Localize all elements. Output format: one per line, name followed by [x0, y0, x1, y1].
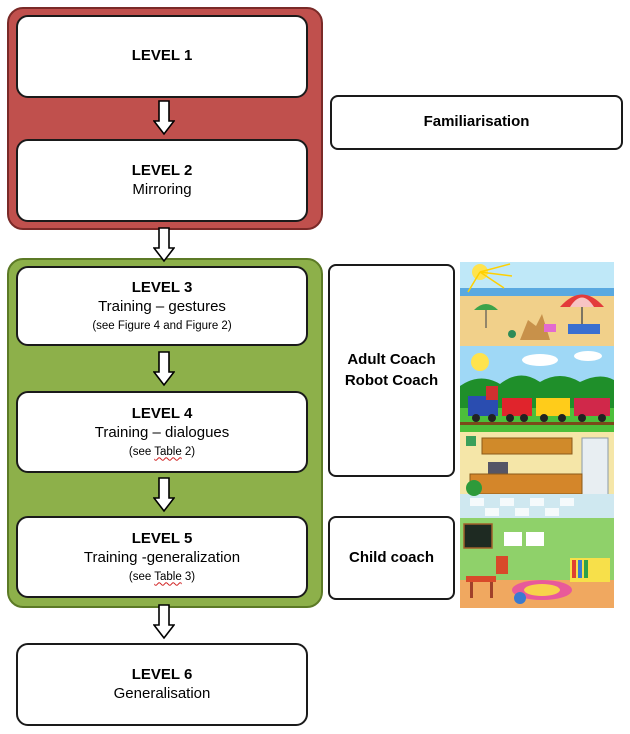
arrow-down-icon [153, 100, 175, 136]
kitchen-scene-image [460, 432, 614, 518]
level-5-note-prefix: (see [128, 570, 155, 583]
level-5-title: LEVEL 5 [131, 530, 193, 548]
level-4-subtitle: Training – dialogues [94, 423, 230, 441]
coaches-label-box: Adult Coach Robot Coach [328, 264, 455, 477]
arrow-down-icon [153, 604, 175, 640]
level-1-title: LEVEL 1 [131, 47, 193, 65]
adult-coach-label: Adult Coach [347, 351, 436, 369]
level-4-note-suffix: 2) [181, 445, 196, 458]
classroom-scene-image [460, 518, 614, 608]
level-3-note: (see Figure 4 and Figure 2) [92, 319, 232, 332]
child-coach-label: Child coach [348, 548, 434, 566]
level-1-box: LEVEL 1 [16, 15, 308, 98]
beach-scene-image [460, 262, 614, 346]
level-4-note: (see Table 2) [129, 445, 195, 459]
level-4-note-prefix: (see [128, 445, 155, 458]
level-4-title: LEVEL 4 [131, 405, 193, 423]
level-5-note-suffix: 3) [181, 570, 196, 583]
arrow-down-icon [153, 227, 175, 263]
level-2-subtitle: Mirroring [132, 180, 192, 198]
level-4-box: LEVEL 4 Training – dialogues (see Table … [16, 391, 308, 473]
level-4-note-link: Table [154, 445, 182, 458]
level-5-subtitle: Training -generalization [83, 548, 241, 566]
level-6-title: LEVEL 6 [131, 665, 193, 683]
arrow-down-icon [153, 477, 175, 513]
familiarisation-label: Familiarisation [423, 113, 530, 131]
arrow-down-icon [153, 351, 175, 387]
level-2-box: LEVEL 2 Mirroring [16, 139, 308, 222]
child-coach-label-box: Child coach [328, 516, 455, 600]
level-2-title: LEVEL 2 [131, 161, 193, 179]
level-6-subtitle: Generalisation [113, 684, 211, 702]
level-6-box: LEVEL 6 Generalisation [16, 643, 308, 726]
train-scene-image [460, 346, 614, 432]
level-3-title: LEVEL 3 [131, 279, 193, 297]
robot-coach-label: Robot Coach [344, 371, 439, 389]
familiarisation-label-box: Familiarisation [330, 95, 623, 150]
level-3-box: LEVEL 3 Training – gestures (see Figure … [16, 266, 308, 346]
level-5-note-link: Table [154, 570, 182, 583]
level-5-box: LEVEL 5 Training -generalization (see Ta… [16, 516, 308, 598]
level-3-subtitle: Training – gestures [98, 297, 226, 315]
level-5-note: (see Table 3) [129, 570, 195, 584]
